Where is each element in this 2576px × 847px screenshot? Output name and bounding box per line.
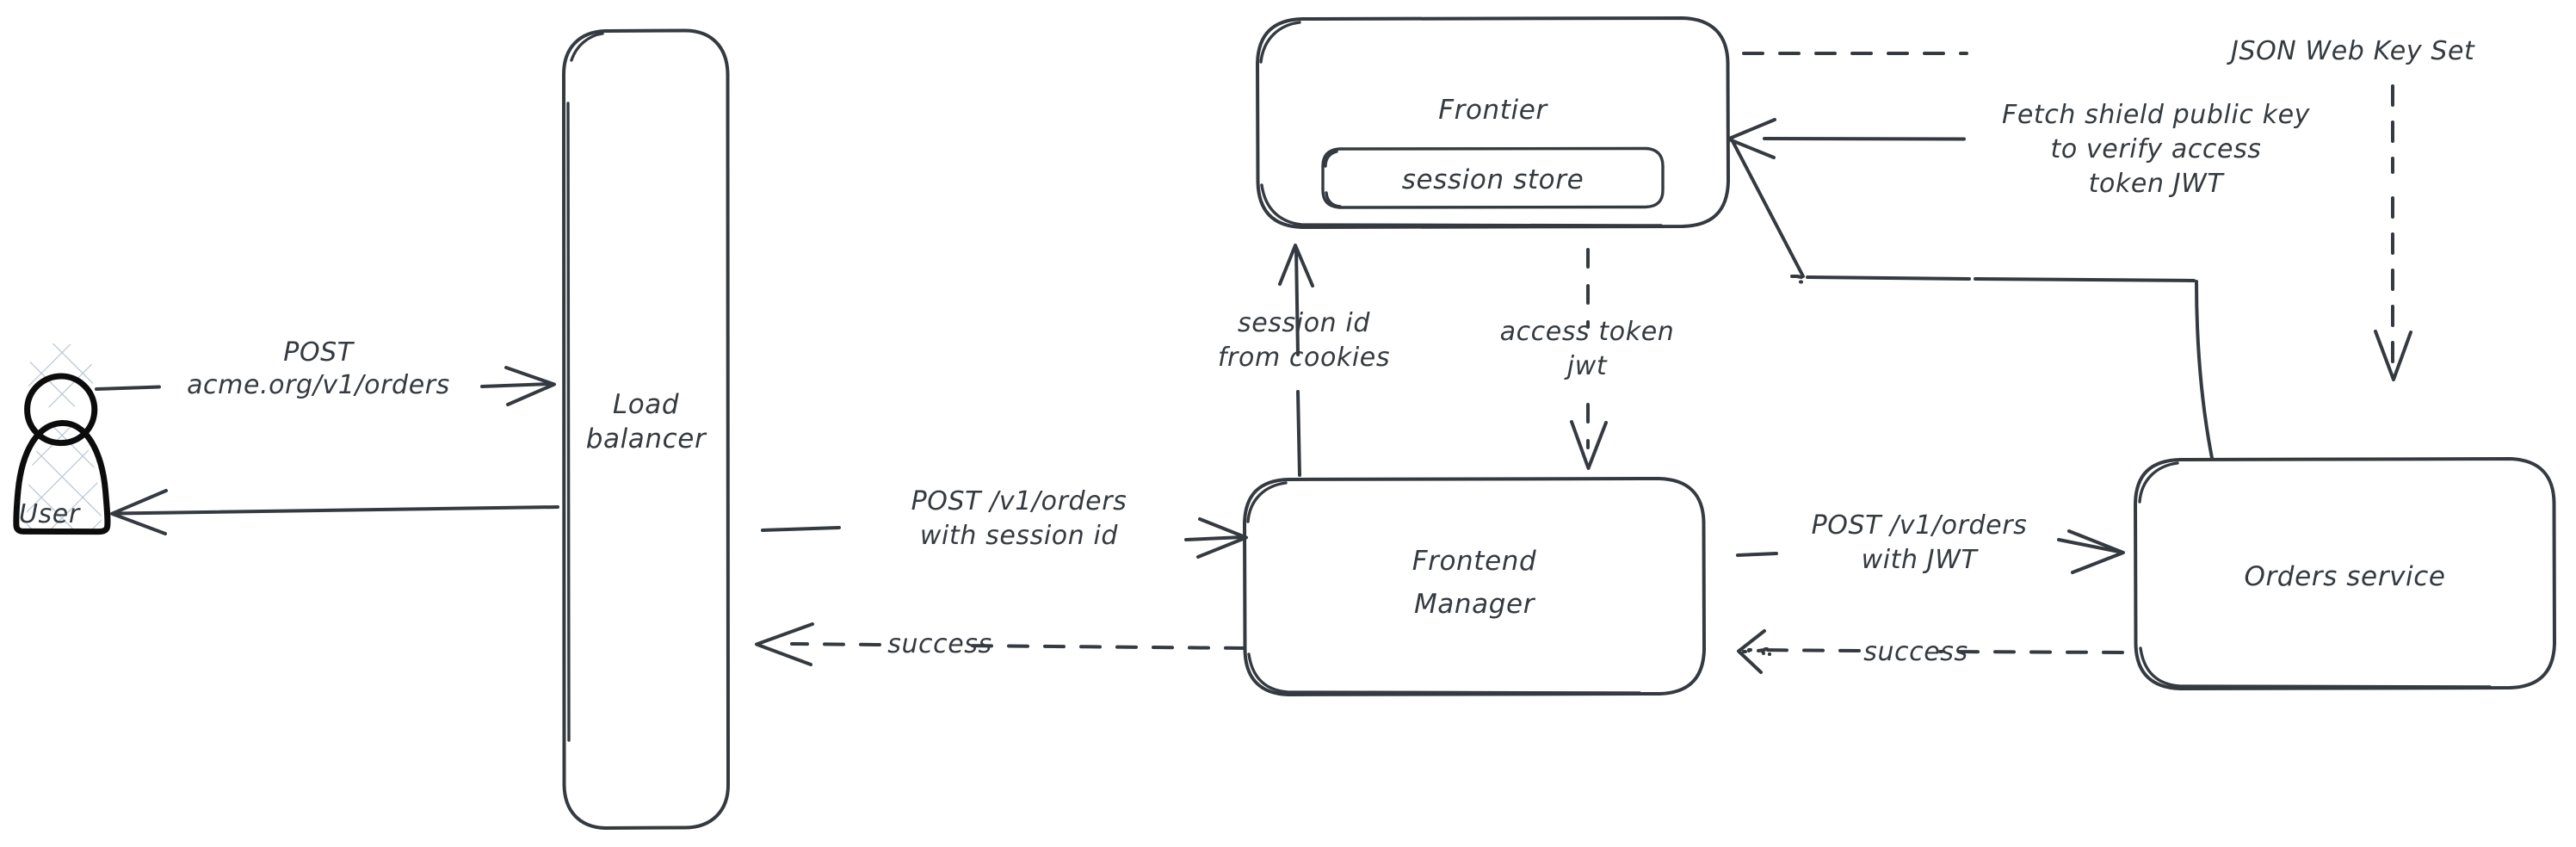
edge-label-access-token-line1: access token (1499, 317, 1675, 347)
edge-label-fetch-key-line3: token JWT (2088, 169, 2224, 199)
edge-fm-to-frontier (1278, 244, 1314, 477)
edge-label-session-id-line1: session id (1238, 308, 1370, 338)
edge-label-access-token-line2: jwt (1566, 351, 1608, 381)
node-label-frontend-manager-line1: Frontend (1412, 546, 1537, 577)
edge-frontier-to-fm (1570, 248, 1608, 470)
node-label-orders-service: Orders service (2244, 561, 2446, 592)
user-actor-icon (13, 343, 111, 535)
node-label-session-store: session store (1401, 164, 1585, 195)
edge-lb-to-user (110, 489, 559, 535)
edge-frontier-to-orders-jwks (1742, 52, 2412, 381)
edge-orders-to-frontier-arrowhead (1727, 118, 1966, 159)
edge-label-post-orders-session-line1: POST /v1/orders (911, 486, 1127, 516)
edge-orders-to-fm (1737, 629, 2124, 674)
edge-label-fetch-key-line2: to verify access (2050, 134, 2262, 164)
edge-label-success-right: success (1863, 637, 1968, 667)
node-label-frontend-manager-line2: Manager (1413, 589, 1535, 620)
edge-label-post-acme-line2: acme.org/v1/orders (187, 370, 450, 400)
edge-label-post-orders-session-line2: with session id (919, 521, 1119, 551)
edge-label-post-orders-jwt-line1: POST /v1/orders (1811, 510, 2028, 541)
node-orders-service[interactable] (2134, 457, 2556, 690)
node-frontend-manager[interactable] (1243, 477, 1706, 696)
node-label-load-balancer-line2: balancer (585, 424, 707, 454)
edge-label-fetch-key-line1: Fetch shield public key (2001, 100, 2311, 130)
edge-frontend-manager-to-lb (755, 622, 1246, 666)
edge-label-session-id-line2: from cookies (1217, 343, 1391, 373)
user-caption: User (19, 499, 80, 529)
edge-user-to-lb (95, 366, 556, 406)
edge-fm-to-orders (1736, 529, 2125, 574)
node-label-frontier: Frontier (1438, 95, 1547, 126)
edge-orders-to-frontier (1730, 138, 2214, 460)
node-label-load-balancer-line1: Load (612, 389, 680, 420)
edge-label-post-orders-jwt-line2: with JWT (1861, 545, 1978, 575)
edge-label-post-acme-line1: POST (283, 337, 354, 368)
edge-label-jwks: JSON Web Key Set (2231, 36, 2475, 66)
node-frontier[interactable] (1256, 16, 1730, 229)
node-session-store[interactable] (1321, 146, 1665, 209)
edge-label-success-left: success (887, 629, 992, 659)
node-load-balancer[interactable] (562, 28, 730, 830)
